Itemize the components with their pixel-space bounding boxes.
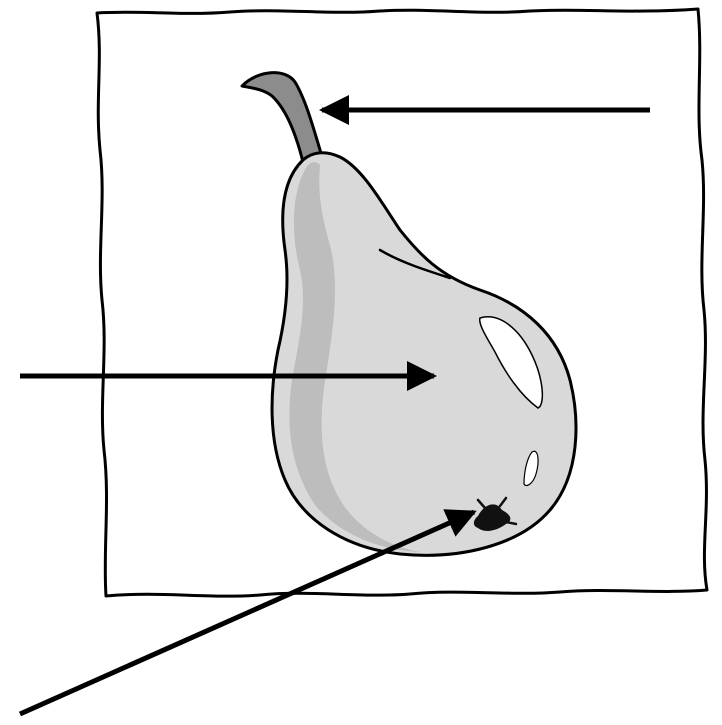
pear-blossom-end (473, 496, 518, 531)
pear-highlight (478, 316, 544, 409)
pear-shading (289, 162, 420, 552)
pear-crease (378, 248, 452, 280)
pear-highlight-small (523, 450, 539, 487)
pear-body (270, 151, 578, 557)
arrow-to-blossom-end (18, 509, 477, 717)
